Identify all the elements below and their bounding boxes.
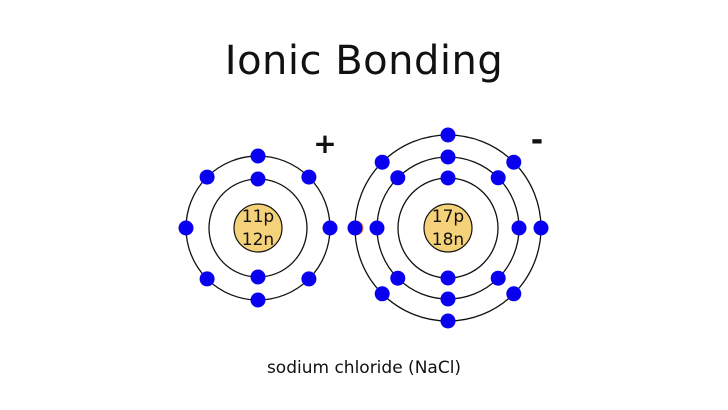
sodium-electron-shell2 (322, 220, 338, 236)
chlorine-electron-shell1 (440, 170, 456, 186)
chlorine-protons-label: 17p (432, 207, 464, 227)
chlorine-electron-shell3 (506, 286, 522, 302)
chlorine-electron-shell2 (490, 170, 506, 186)
sodium-electron-shell1 (250, 269, 266, 285)
chlorine-electron-shell2 (390, 270, 406, 286)
sodium-electron-shell2 (301, 169, 317, 185)
sodium-electron-shell2 (199, 271, 215, 287)
chlorine-atom: 17p 18n - (347, 123, 549, 329)
chlorine-electron-shell2 (390, 170, 406, 186)
sodium-electron-shell2 (178, 220, 194, 236)
chlorine-charge-sign: - (531, 123, 543, 158)
chlorine-electron-shell3 (533, 220, 549, 236)
chlorine-nucleus (423, 203, 473, 253)
sodium-electron-shell2 (250, 292, 266, 308)
chlorine-electron-shell2 (490, 270, 506, 286)
sodium-neutrons-label: 12n (242, 230, 274, 250)
chlorine-electron-shell3 (506, 154, 522, 170)
caption: sodium chloride (NaCl) (266, 358, 462, 378)
chlorine-electron-shell2 (511, 220, 527, 236)
sodium-electron-shell1 (250, 171, 266, 187)
page-title: Ionic Bonding (224, 38, 504, 84)
chlorine-electron-shell3 (347, 220, 363, 236)
sodium-atom: 11p 12n + (178, 127, 338, 308)
chlorine-electron-shell3 (374, 286, 390, 302)
sodium-electron-shell2 (250, 148, 266, 164)
chlorine-electron-shell2 (440, 291, 456, 307)
sodium-protons-label: 11p (242, 207, 274, 227)
chlorine-neutrons-label: 18n (432, 230, 464, 250)
sodium-electron-shell2 (301, 271, 317, 287)
chlorine-electron-shell3 (374, 154, 390, 170)
chlorine-electron-shell1 (440, 270, 456, 286)
chlorine-electrons (347, 127, 549, 329)
chlorine-electron-shell2 (369, 220, 385, 236)
sodium-electron-shell2 (199, 169, 215, 185)
sodium-charge-sign: + (313, 127, 336, 160)
sodium-nucleus (233, 203, 283, 253)
sodium-electrons (178, 148, 338, 308)
chlorine-electron-shell2 (440, 149, 456, 165)
chlorine-electron-shell3 (440, 313, 456, 329)
chlorine-electron-shell3 (440, 127, 456, 143)
